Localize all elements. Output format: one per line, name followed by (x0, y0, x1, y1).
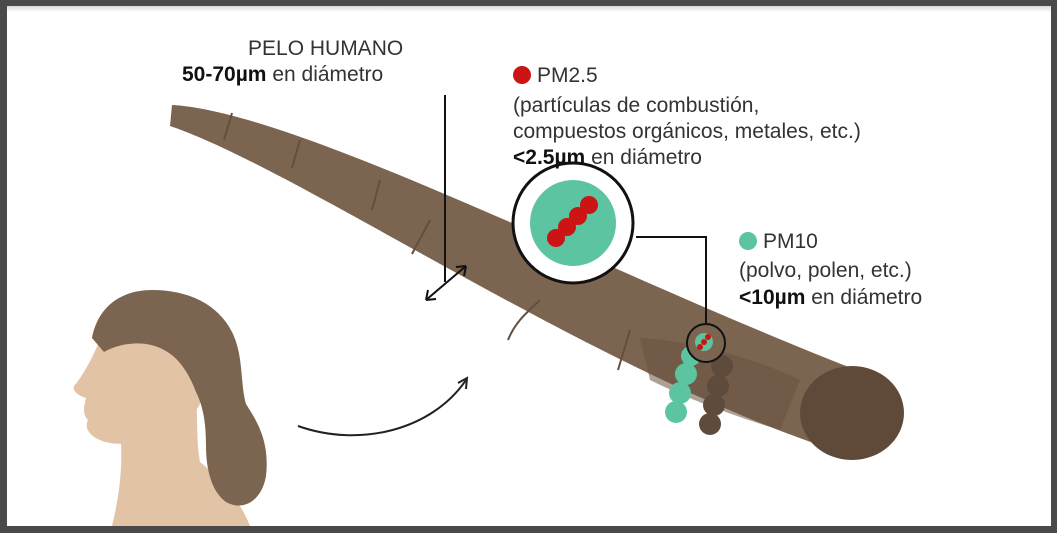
hair-cross-section (800, 366, 904, 460)
curved-arrow-icon (298, 378, 467, 435)
pm10-name: PM10 (763, 230, 818, 253)
pm25-size-value: <2.5µm (513, 146, 585, 169)
pm25-dot-icon (513, 66, 531, 84)
pm25-description-line2: compuestos orgánicos, metales, etc.) (513, 119, 861, 145)
hair-size-value: 50-70µm (182, 63, 266, 86)
pm10-size-value: <10µm (739, 286, 805, 309)
pm10-size-suffix: en diámetro (805, 286, 922, 309)
pm25-description-line1: (partículas de combustión, (513, 93, 759, 119)
pm25-legend: PM2.5 (513, 63, 598, 89)
pm25-size: <2.5µm en diámetro (513, 145, 702, 171)
woman-profile-icon (74, 290, 267, 526)
small-magnifier (687, 324, 725, 362)
pm10-dot-icon (739, 232, 757, 250)
pm10-description: (polvo, polen, etc.) (739, 258, 912, 284)
hair-label-size: 50-70µm en diámetro (182, 62, 383, 88)
pm10-legend: PM10 (739, 229, 818, 255)
pm25-size-suffix: en diámetro (585, 146, 702, 169)
magnifier-circle-icon (513, 163, 633, 283)
pm25-name: PM2.5 (537, 64, 598, 87)
hair-label-title: PELO HUMANO (248, 36, 403, 62)
pm10-size: <10µm en diámetro (739, 285, 922, 311)
hair-size-suffix: en diámetro (266, 63, 383, 86)
